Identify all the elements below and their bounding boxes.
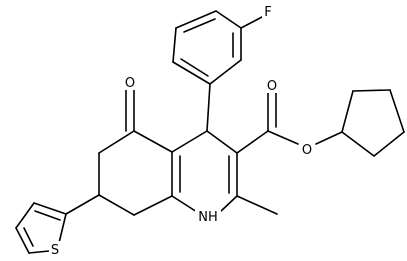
bond <box>267 130 299 145</box>
atom-labels: F O O O NH S <box>49 3 314 258</box>
bond <box>15 227 30 254</box>
bond <box>65 194 100 215</box>
bond <box>240 16 263 29</box>
ester-oxygen-atom: O <box>300 141 314 158</box>
bond <box>183 18 216 33</box>
bond <box>172 61 211 85</box>
bond <box>58 213 67 244</box>
bond <box>133 130 173 153</box>
bond-layer <box>15 10 405 254</box>
bond <box>28 250 50 254</box>
bond <box>206 130 238 154</box>
carbonyl-oxygen-atom: O <box>265 77 279 94</box>
bond <box>389 89 405 133</box>
bond <box>352 89 391 92</box>
fluorine-atom: F <box>262 3 274 20</box>
bond <box>236 130 269 154</box>
bond <box>341 90 354 133</box>
atom-label-o-ester: O <box>302 143 312 158</box>
bond <box>175 10 217 29</box>
bond <box>209 59 242 85</box>
nitrogen-atom: NH <box>195 208 221 225</box>
bond <box>206 83 211 132</box>
bond <box>133 195 173 216</box>
ketone-oxygen-atom: O <box>123 74 137 91</box>
bond <box>171 130 208 153</box>
bond <box>171 195 198 213</box>
bond <box>98 194 135 216</box>
atom-label-s: S <box>51 243 59 258</box>
bond <box>23 227 34 247</box>
bond <box>373 131 405 157</box>
bond <box>33 202 67 215</box>
bond <box>219 195 238 213</box>
bond <box>34 210 61 221</box>
atom-label-o-carbonyl: O <box>267 79 277 94</box>
sulfur-atom: S <box>49 241 62 258</box>
bond <box>180 58 209 77</box>
bond <box>215 10 242 29</box>
bond <box>341 131 375 157</box>
atom-label-f: F <box>264 5 271 20</box>
atom-label-nh: NH <box>198 210 218 225</box>
bond <box>15 202 35 229</box>
bond <box>172 27 177 63</box>
bond <box>98 130 135 154</box>
bond <box>236 195 278 215</box>
bond <box>315 131 343 145</box>
atom-label-o-ketone: O <box>125 76 135 91</box>
